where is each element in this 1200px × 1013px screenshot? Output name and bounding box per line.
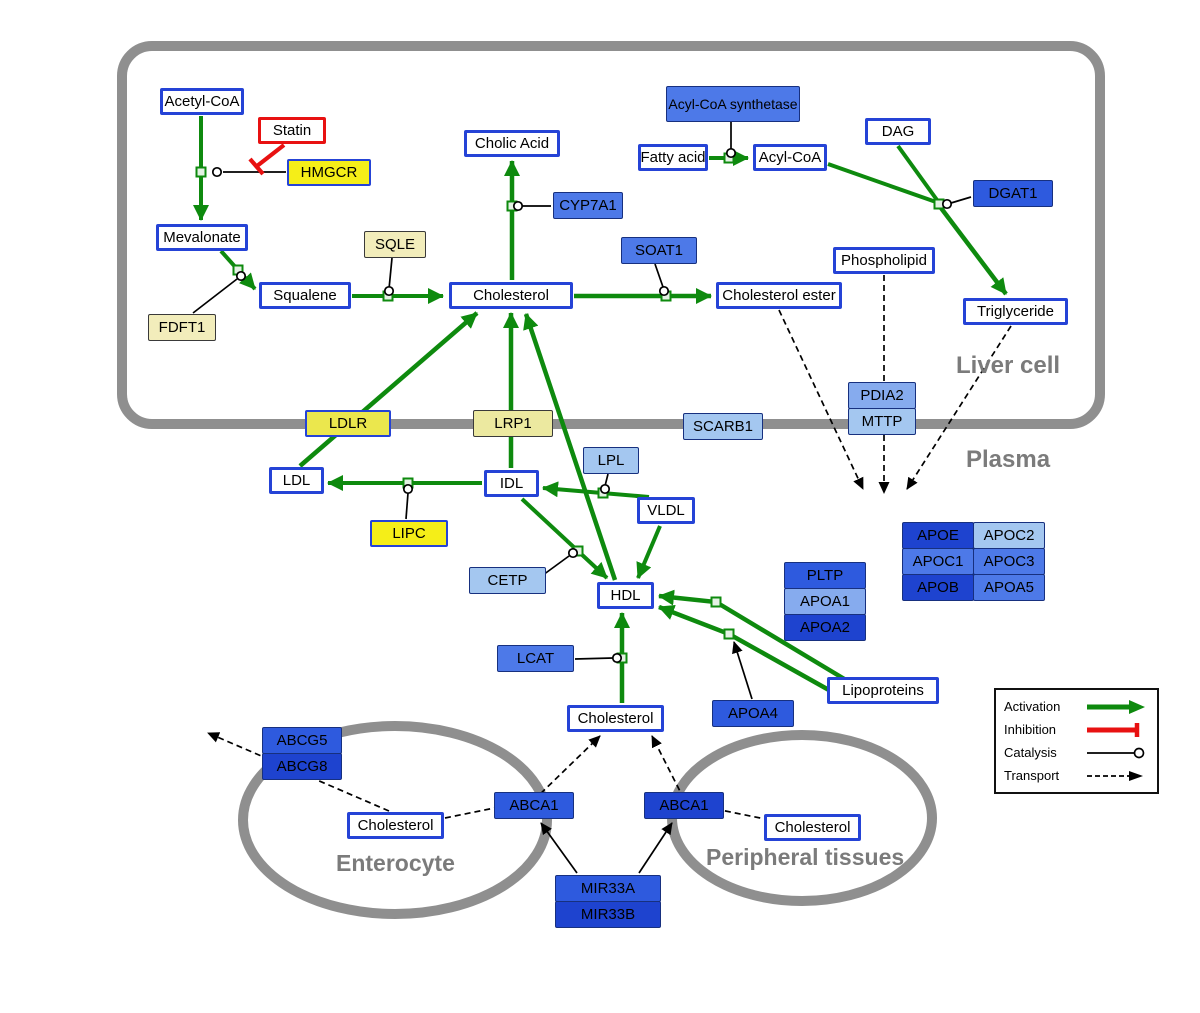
node-phospholipid[interactable]: Phospholipid [833, 247, 935, 274]
node-apoe[interactable]: APOE [902, 522, 974, 549]
legend-row-inhibition: Inhibition [1004, 722, 1149, 738]
node-mevalonate[interactable]: Mevalonate [156, 224, 248, 251]
legend-activation-label: Activation [1004, 699, 1061, 714]
legend-inhibition-label: Inhibition [1004, 722, 1057, 737]
legend-catalysis-label: Catalysis [1004, 745, 1057, 760]
label-peripheral-tissues: Peripheral tissues [706, 844, 905, 870]
legend-row-activation: Activation [1004, 699, 1149, 715]
node-mir33a[interactable]: MIR33A [555, 875, 661, 902]
node-lcat[interactable]: LCAT [497, 645, 574, 672]
node-hmgcr[interactable]: HMGCR [287, 159, 371, 186]
node-cholesterol-peripheral[interactable]: Cholesterol [764, 814, 861, 841]
legend-row-catalysis: Catalysis [1004, 745, 1149, 761]
node-vldl[interactable]: VLDL [637, 497, 695, 524]
node-cholesterol-ester[interactable]: Cholesterol ester [716, 282, 842, 309]
node-lipoproteins[interactable]: Lipoproteins [827, 677, 939, 704]
label-plasma: Plasma [966, 446, 1051, 473]
node-apoa5[interactable]: APOA5 [973, 574, 1045, 601]
node-triglyceride[interactable]: Triglyceride [963, 298, 1068, 325]
node-cholesterol-liver[interactable]: Cholesterol [449, 282, 573, 309]
node-statin[interactable]: Statin [258, 117, 326, 144]
liver-cell-membrane [117, 41, 1105, 429]
node-dag[interactable]: DAG [865, 118, 931, 145]
catalysis-circles [211, 147, 953, 664]
inhibition-tbar-icon [1087, 722, 1140, 737]
catalysis-edges [192, 122, 972, 874]
legend-row-transport: Transport [1004, 768, 1149, 784]
node-apoc1[interactable]: APOC1 [902, 548, 974, 575]
node-apoa2[interactable]: APOA2 [784, 614, 866, 641]
legend: Activation Inhibition Catalysis Transpor… [994, 688, 1159, 794]
node-acyl-coa-synthetase[interactable]: Acyl-CoA synthetase [666, 86, 800, 122]
node-squalene[interactable]: Squalene [259, 282, 351, 309]
node-abcg8[interactable]: ABCG8 [262, 753, 342, 780]
node-cholic-acid[interactable]: Cholic Acid [464, 130, 560, 157]
node-dgat1[interactable]: DGAT1 [973, 180, 1053, 207]
legend-transport-label: Transport [1004, 768, 1060, 783]
node-cholesterol-enterocyte[interactable]: Cholesterol [347, 812, 444, 839]
node-apob[interactable]: APOB [902, 574, 974, 601]
node-pltp[interactable]: PLTP [784, 562, 866, 589]
node-lipc[interactable]: LIPC [370, 520, 448, 547]
node-apoc2[interactable]: APOC2 [973, 522, 1045, 549]
node-abca1-peripheral[interactable]: ABCA1 [644, 792, 724, 819]
node-cyp7a1[interactable]: CYP7A1 [553, 192, 623, 219]
node-scarb1[interactable]: SCARB1 [683, 413, 763, 440]
node-hdl[interactable]: HDL [597, 582, 654, 609]
node-cetp[interactable]: CETP [469, 567, 546, 594]
node-sqle[interactable]: SQLE [364, 231, 426, 258]
node-ldl[interactable]: LDL [269, 467, 324, 494]
node-mttp[interactable]: MTTP [848, 408, 916, 435]
node-lpl[interactable]: LPL [583, 447, 639, 474]
catalysis-circle-icon [1087, 747, 1145, 758]
node-mir33b[interactable]: MIR33B [555, 901, 661, 928]
node-fatty-acid[interactable]: Fatty acid [638, 144, 708, 171]
node-fdft1[interactable]: FDFT1 [148, 314, 216, 341]
label-liver-cell: Liver cell [956, 352, 1061, 379]
membranes [117, 41, 1105, 919]
node-acyl-coa[interactable]: Acyl-CoA [753, 144, 827, 171]
node-abcg5[interactable]: ABCG5 [262, 727, 342, 754]
node-apoa4[interactable]: APOA4 [712, 700, 794, 727]
transport-edges [207, 275, 1012, 821]
node-acetyl-coa[interactable]: Acetyl-CoA [160, 88, 244, 115]
node-apoc3[interactable]: APOC3 [973, 548, 1045, 575]
node-lrp1[interactable]: LRP1 [473, 410, 553, 437]
node-pdia2[interactable]: PDIA2 [848, 382, 916, 409]
transport-arrow-icon [1087, 770, 1143, 781]
node-cholesterol-plasma[interactable]: Cholesterol [567, 705, 664, 732]
label-enterocyte: Enterocyte [336, 850, 455, 876]
activation-arrow-icon [1087, 699, 1145, 714]
enterocyte-membrane [238, 721, 552, 919]
node-abca1-enterocyte[interactable]: ABCA1 [494, 792, 574, 819]
inhibition-edge-statin [248, 143, 286, 176]
node-ldlr[interactable]: LDLR [305, 410, 391, 437]
node-apoa1[interactable]: APOA1 [784, 588, 866, 615]
node-soat1[interactable]: SOAT1 [621, 237, 697, 264]
node-idl[interactable]: IDL [484, 470, 539, 497]
